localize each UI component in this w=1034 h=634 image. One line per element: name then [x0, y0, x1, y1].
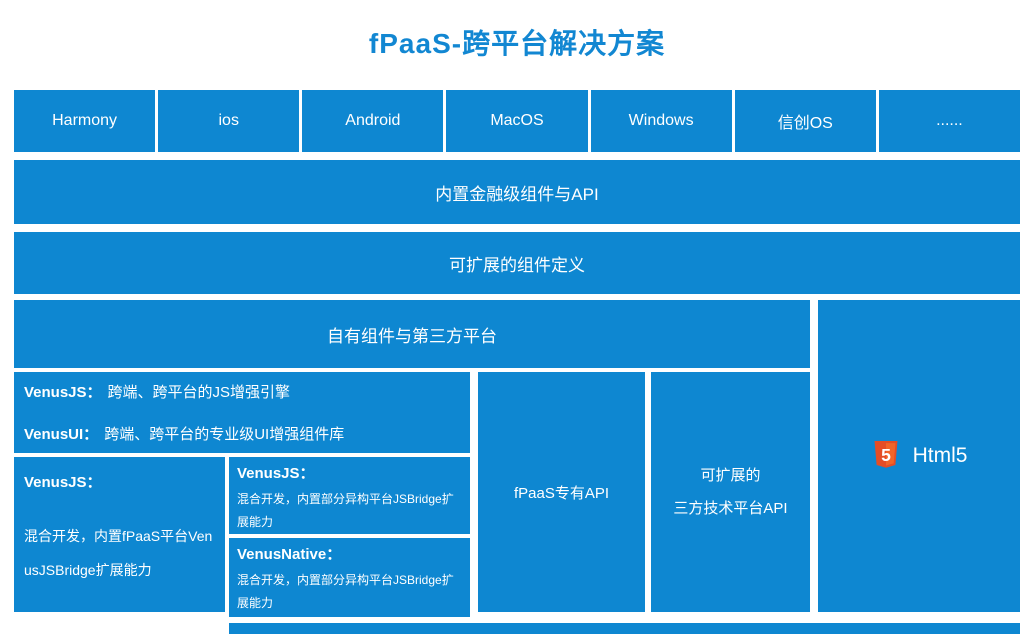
html5-label: Html5 — [912, 444, 968, 467]
fpaas-api-cell: fPaaS专有API — [478, 372, 645, 612]
third-party-api-cell: 可扩展的 三方技术平台API — [651, 372, 810, 612]
platform-item-harmony: Harmony — [14, 90, 156, 152]
venusjs-hetero-desc: 混合开发，内置部分异构平台JSBridge扩展能力 — [237, 492, 454, 529]
venusjs-hetero-label: VenusJS： — [237, 465, 315, 482]
venus-engine-line2: VenusUI： 跨端、跨平台的专业级UI增强组件库 — [24, 423, 460, 444]
venusui-label: VenusUI： — [24, 426, 99, 443]
venusjs-desc: 跨端、跨平台的JS增强引擎 — [107, 384, 291, 401]
venusui-desc: 跨端、跨平台的专业级UI增强组件库 — [104, 426, 345, 443]
venus-hybrid-cell: VenusJS： 混合开发，内置fPaaS平台VenusJSBridge扩展能力 — [14, 457, 225, 612]
venusnative-hetero-desc: 混合开发，内置部分异构平台JSBridge扩展能力 — [237, 573, 454, 610]
venusjs-label: VenusJS： — [24, 384, 102, 401]
platform-item-xinchuang-os: 信创OS — [734, 90, 876, 152]
venus-hybrid-label: VenusJS： — [24, 474, 102, 491]
third-party-api-line1: 可扩展的 — [700, 467, 761, 484]
third-party-api-text: 可扩展的 三方技术平台API — [673, 459, 787, 525]
third-party-api-line2: 三方技术平台API — [673, 500, 788, 517]
partial-next-row-bar — [229, 623, 1020, 634]
bar-own-and-third-party: 自有组件与第三方平台 — [14, 300, 810, 368]
page-title: fPaaS-跨平台解决方案 — [368, 28, 666, 59]
bar-builtin-components: 内置金融级组件与API — [14, 160, 1020, 224]
platform-item-ellipsis: ...... — [878, 90, 1020, 152]
venusnative-hetero-cell: VenusNative： 混合开发，内置部分异构平台JSBridge扩展能力 — [229, 538, 470, 617]
venus-hybrid-desc: 混合开发，内置fPaaS平台VenusJSBridge扩展能力 — [24, 528, 213, 578]
platform-item-windows: Windows — [590, 90, 732, 152]
bar-extensible-definition: 可扩展的组件定义 — [14, 232, 1020, 294]
platform-item-android: Android — [302, 90, 444, 152]
platform-item-ios: ios — [158, 90, 300, 152]
html5-logo-number: 5 — [881, 445, 891, 465]
venus-engine-cell: VenusJS： 跨端、跨平台的JS增强引擎 VenusUI： 跨端、跨平台的专业级… — [14, 372, 470, 453]
html5-logo-icon: 5 — [874, 441, 898, 468]
html5-cell: 5 Html5 — [818, 300, 1020, 612]
venusnative-hetero-label: VenusNative： — [237, 546, 342, 563]
venusjs-hetero-cell: VenusJS： 混合开发，内置部分异构平台JSBridge扩展能力 — [229, 457, 470, 534]
platform-row: Harmony ios Android MacOS Windows 信创OS .… — [14, 90, 1020, 152]
platform-item-macos: MacOS — [446, 90, 588, 152]
venus-engine-line1: VenusJS： 跨端、跨平台的JS增强引擎 — [24, 381, 460, 402]
